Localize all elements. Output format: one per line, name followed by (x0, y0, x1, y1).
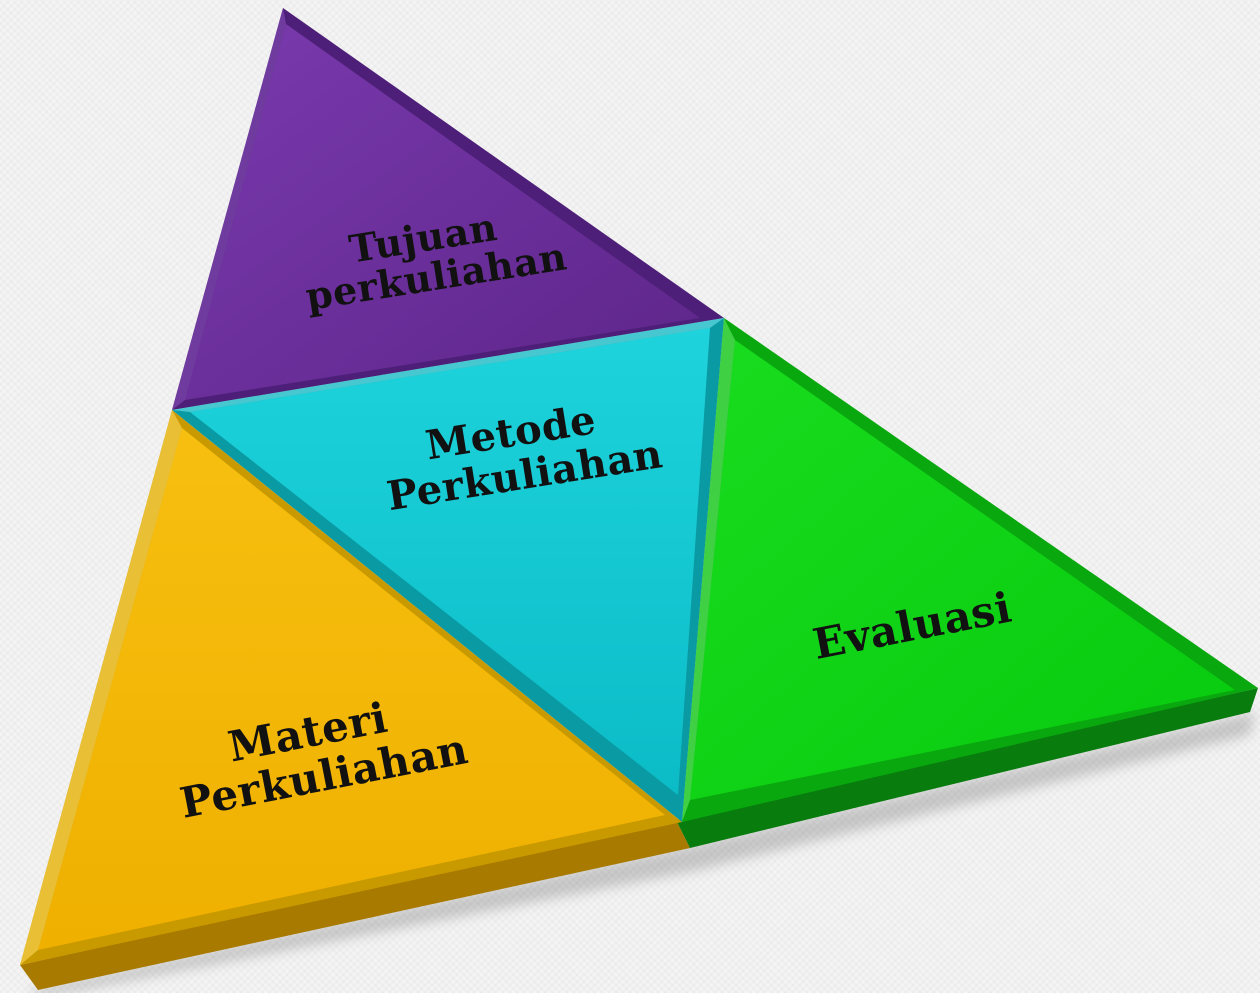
segment-materi: Materi Perkuliahan (20, 410, 682, 965)
segment-metode: Metode Perkuliahan (172, 318, 724, 822)
segment-tujuan: Tujuan perkuliahan (172, 8, 724, 410)
left-base (20, 820, 690, 990)
segment-evaluasi: Evaluasi (682, 318, 1258, 822)
right-base (676, 688, 1258, 848)
